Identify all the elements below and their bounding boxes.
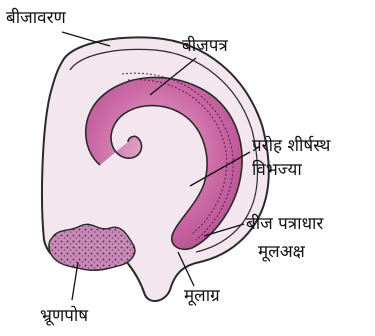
label-radicle: मूलाग्र (184, 286, 220, 306)
label-shoot-apex-2: विभज्या (252, 160, 302, 180)
label-hypocotyl-1: बीज पत्राधार (246, 214, 323, 234)
endosperm (49, 224, 135, 270)
label-hypocotyl-2: मूलअक्ष (258, 242, 305, 262)
leader-seed-coat (62, 32, 110, 46)
label-cotyledon: बीजपत्र (182, 36, 228, 56)
label-shoot-apex-1: प्ररोह शीर्षस्थ (252, 136, 330, 156)
label-endosperm: भ्रूणपोष (40, 306, 88, 326)
label-seed-coat: बीजावरण (6, 8, 66, 28)
